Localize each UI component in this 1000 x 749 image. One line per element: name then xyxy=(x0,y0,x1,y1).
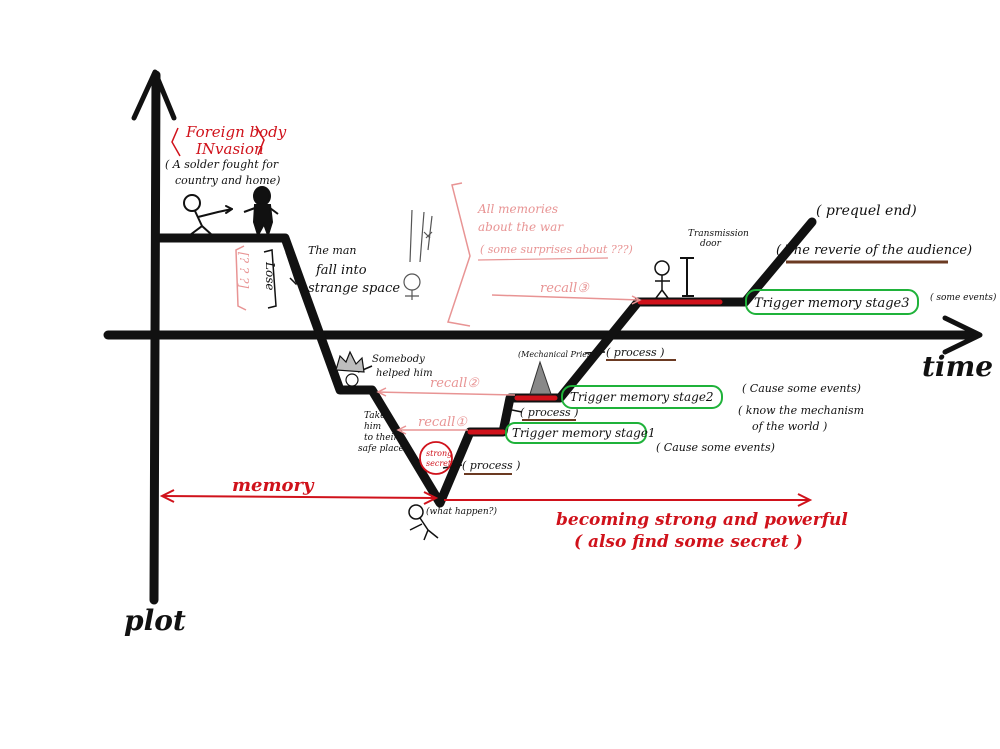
foreign-body-invasion-note: Foreign body INvasion xyxy=(171,123,287,158)
mechanical-priest-icon xyxy=(529,360,552,395)
mechanical-priest-label: (Mechanical Priest) xyxy=(518,350,597,359)
process-label-2: ( process ) xyxy=(520,406,578,419)
process-label-3: ( process ) xyxy=(606,346,664,359)
trigger-stage-3: Trigger memory stage3 xyxy=(745,289,919,315)
cause-events-2-label: ( Cause some events) xyxy=(742,382,861,395)
axes xyxy=(103,69,983,605)
lose-bracket xyxy=(263,249,277,309)
foreign-body-line2: INvasion xyxy=(195,140,264,158)
falling-man-sketch xyxy=(403,209,433,300)
soldier-note-line2: country and home) xyxy=(175,174,280,187)
recall-2-label: recall② xyxy=(430,376,480,391)
memories-bracket xyxy=(447,182,471,327)
take-line3: to their xyxy=(364,433,399,443)
process-label-1: ( process ) xyxy=(462,459,520,472)
secret-label: secret xyxy=(426,459,452,468)
monster-figure xyxy=(243,186,279,239)
recall-3-arrow xyxy=(491,294,639,301)
man-note-line1: The man xyxy=(308,244,357,257)
soldier-note-line1: ( A solder fought for xyxy=(165,158,279,171)
reverie-label: ( The reverie of the audience) xyxy=(776,243,972,258)
somebody-line2: helped him xyxy=(376,368,433,379)
somebody-line1: Somebody xyxy=(372,354,425,365)
strong-label: strong xyxy=(426,449,452,458)
helper-sketch xyxy=(335,350,365,387)
recall-3-label: recall③ xyxy=(540,281,590,296)
all-memories-line3: ( some surprises about ???) xyxy=(480,243,633,256)
know-line1: ( know the mechanism xyxy=(738,404,864,417)
process-connector-3 xyxy=(584,351,606,354)
question-bracket xyxy=(235,245,247,311)
arriving-figure xyxy=(654,260,670,299)
trigger-stage-1-label: Trigger memory stage1 xyxy=(512,426,656,440)
becoming-line2: ( also find some secret ) xyxy=(574,532,803,552)
what-happen-label: (what happen?) xyxy=(426,506,497,517)
x-axis-label: time xyxy=(922,350,993,383)
take-line4: safe place xyxy=(358,444,404,454)
recall-2-arrow xyxy=(377,391,516,396)
lose-arrow xyxy=(285,251,300,286)
y-axis-label: plot xyxy=(124,604,186,637)
memory-arrow-line xyxy=(161,495,437,499)
know-line2: of the world ) xyxy=(752,420,827,433)
all-memories-underline xyxy=(477,257,609,261)
transmission-line2: door xyxy=(700,239,722,249)
transmission-line1: Transmission xyxy=(688,229,749,239)
growth-span xyxy=(444,493,813,507)
recall-1-label: recall① xyxy=(418,415,468,430)
recall-arrows: recall③ recall② recall① xyxy=(376,281,642,435)
trigger-stage-2-label: Trigger memory stage2 xyxy=(570,390,714,404)
trigger-stage-2: Trigger memory stage2 xyxy=(561,385,723,409)
memory-span xyxy=(159,489,439,505)
foreign-body-line1: Foreign body xyxy=(185,123,287,141)
lying-figure xyxy=(408,504,439,541)
cause-events-1-label: ( Cause some events) xyxy=(656,441,775,454)
recall-segments xyxy=(467,299,723,435)
man-note-line3: strange space xyxy=(308,281,400,296)
trigger-stage-1: Trigger memory stage1 xyxy=(505,422,656,444)
process-connector-2 xyxy=(511,409,523,413)
soldier-figure xyxy=(183,194,233,236)
strong-secret-circle xyxy=(419,441,453,475)
transmission-door-icon xyxy=(680,257,694,297)
all-memories-line2: about the war xyxy=(478,220,564,234)
prequel-end-label: ( prequel end) xyxy=(816,203,917,219)
take-line2: him xyxy=(364,422,381,432)
process-connector-1 xyxy=(442,464,463,469)
man-note-line2: fall into xyxy=(315,263,367,278)
memory-label: memory xyxy=(232,475,315,496)
becoming-line1: becoming strong and powerful xyxy=(556,510,848,530)
some-events-label: ( some events) xyxy=(930,292,997,303)
y-axis-arrowhead xyxy=(131,69,177,121)
all-memories-line1: All memories xyxy=(477,202,558,216)
foreign-body-bracket xyxy=(171,125,265,157)
take-line1: Take xyxy=(364,411,385,421)
x-axis-arrowhead xyxy=(942,315,983,355)
question-marks: [? ? ?] xyxy=(237,252,251,289)
trigger-stage-3-label: Trigger memory stage3 xyxy=(754,296,910,311)
